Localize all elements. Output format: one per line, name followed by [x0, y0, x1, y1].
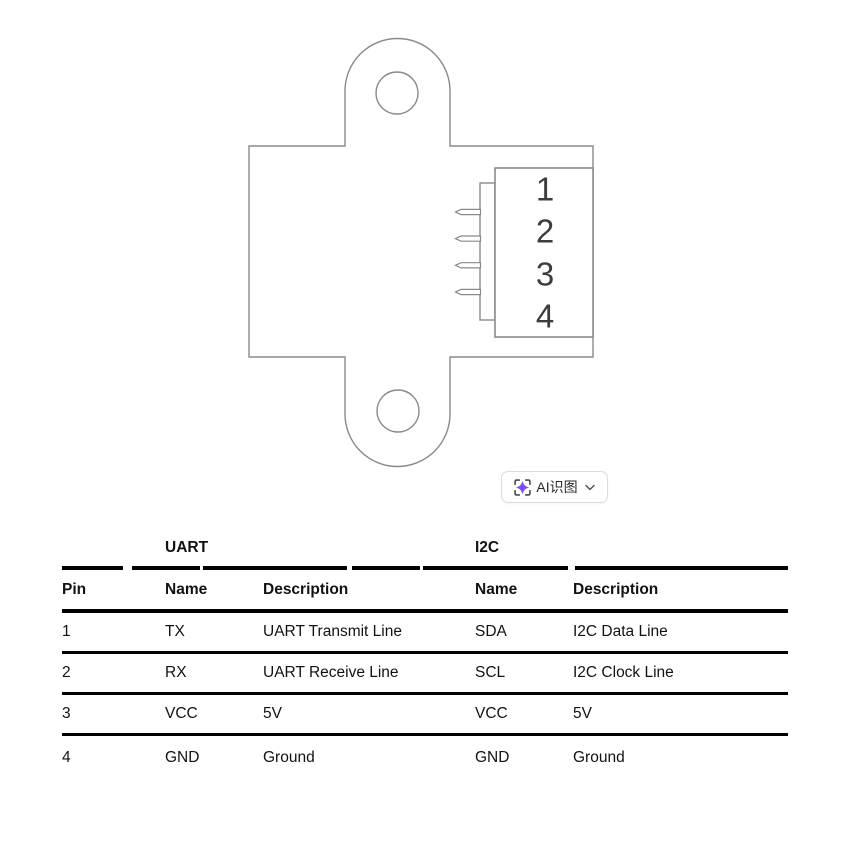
- table-group-header-row: UART I2C: [62, 530, 788, 566]
- cell-uart-name: VCC: [165, 705, 198, 723]
- table-row-pin1: 1 TX UART Transmit Line SDA I2C Data Lin…: [62, 613, 788, 654]
- pinout-table: UART I2C Pin Name Description Name Descr…: [62, 530, 788, 780]
- ai-recognize-label: AI识图: [536, 479, 578, 495]
- pin-3-lead: [454, 262, 482, 269]
- table-column-header-row: Pin Name Description Name Description: [62, 570, 788, 613]
- cell-uart-description: 5V: [263, 705, 282, 723]
- cell-pin: 2: [62, 664, 71, 682]
- mounting-hole-bottom: [376, 389, 420, 433]
- pin-number-2: 2: [536, 213, 554, 250]
- cell-i2c-name: VCC: [475, 705, 508, 723]
- cell-i2c-name: SCL: [475, 664, 506, 682]
- group-header-rules: [62, 566, 788, 570]
- rule-segment: [352, 566, 420, 570]
- cell-uart-name: TX: [165, 623, 185, 641]
- cell-uart-description: UART Receive Line: [263, 664, 399, 682]
- connector-pins: [454, 208, 482, 296]
- pin-number-1: 1: [536, 171, 554, 208]
- rule-segment: [203, 566, 347, 570]
- group-header-uart: UART: [165, 539, 209, 557]
- table-row-pin4: 4 GND Ground GND Ground: [62, 736, 788, 780]
- col-header-pin: Pin: [62, 580, 87, 598]
- cell-uart-name: GND: [165, 749, 200, 767]
- cell-i2c-name: GND: [475, 749, 510, 767]
- rule-segment: [62, 566, 123, 570]
- cell-uart-name: RX: [165, 664, 187, 682]
- pin-number-4: 4: [536, 298, 554, 335]
- rule-segment: [575, 566, 788, 570]
- pin-2-lead: [454, 235, 482, 242]
- col-header-uart-name: Name: [165, 580, 208, 598]
- pin-1-lead: [454, 208, 482, 216]
- group-header-i2c: I2C: [475, 539, 500, 557]
- cell-pin: 1: [62, 623, 71, 641]
- connector-rear-body: [479, 182, 496, 321]
- connector-housing: [494, 167, 594, 338]
- cell-uart-description: UART Transmit Line: [263, 623, 402, 641]
- table-row-pin3: 3 VCC 5V VCC 5V: [62, 695, 788, 736]
- rule-segment: [423, 566, 568, 570]
- col-header-i2c-name: Name: [475, 580, 518, 598]
- pin-4-lead: [454, 288, 482, 296]
- cell-pin: 4: [62, 749, 71, 767]
- mounting-hole-top: [375, 71, 419, 115]
- pin-number-3: 3: [536, 256, 554, 293]
- ai-recognize-button[interactable]: AI识图: [501, 471, 608, 503]
- chevron-down-icon: [584, 484, 595, 490]
- ai-scan-sparkle-icon: [514, 478, 532, 496]
- cell-i2c-description: I2C Clock Line: [573, 664, 674, 682]
- cell-i2c-description: 5V: [573, 705, 592, 723]
- module-outline: [248, 37, 594, 468]
- rule-segment: [132, 566, 200, 570]
- col-header-i2c-description: Description: [573, 580, 659, 598]
- cell-pin: 3: [62, 705, 71, 723]
- cell-uart-description: Ground: [263, 749, 315, 767]
- cell-i2c-description: Ground: [573, 749, 625, 767]
- cell-i2c-description: I2C Data Line: [573, 623, 668, 641]
- cell-i2c-name: SDA: [475, 623, 507, 641]
- table-row-pin2: 2 RX UART Receive Line SCL I2C Clock Lin…: [62, 654, 788, 695]
- col-header-uart-description: Description: [263, 580, 349, 598]
